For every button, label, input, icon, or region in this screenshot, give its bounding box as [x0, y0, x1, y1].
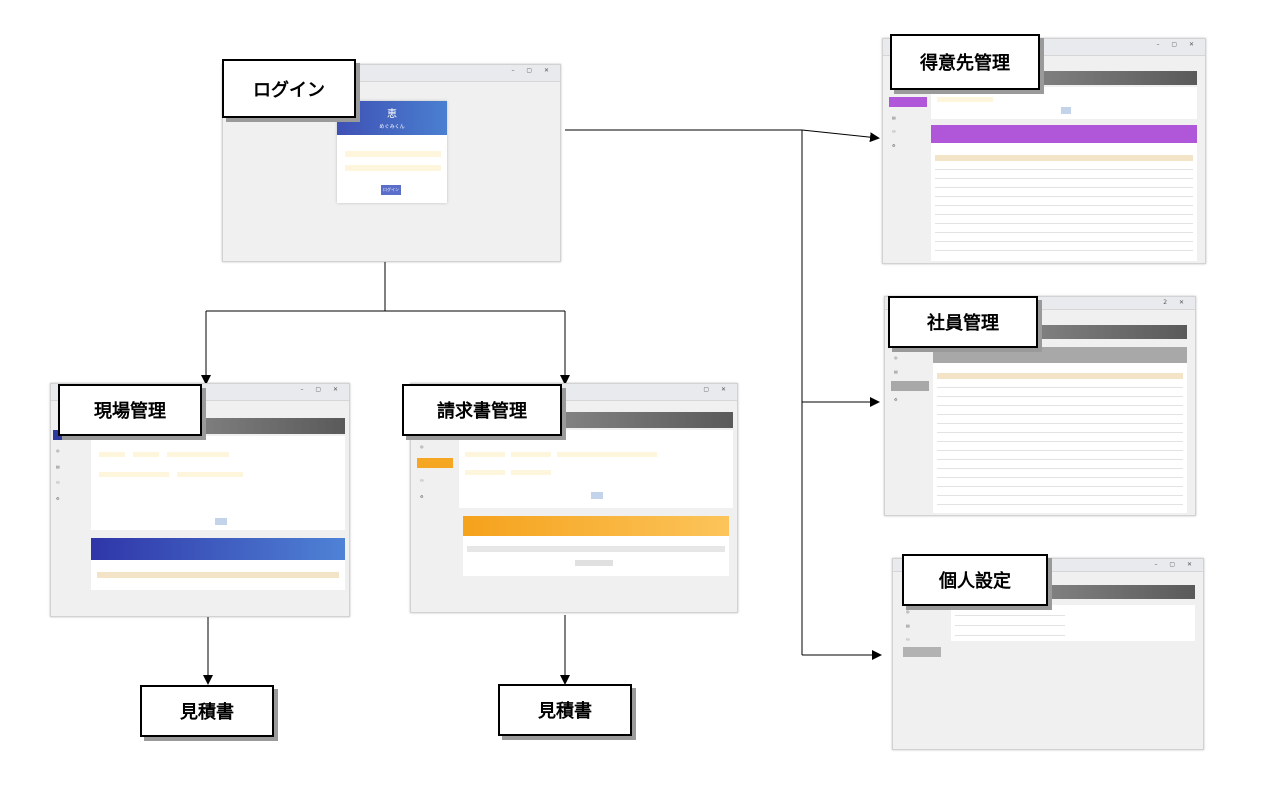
seikyu-search-button[interactable]: [591, 492, 603, 499]
seikyu-nav-item[interactable]: ⚇: [420, 478, 424, 483]
tokui-list-table: [931, 143, 1197, 261]
kojin-nav-item[interactable]: ◎: [906, 609, 910, 614]
shain-nav-item[interactable]: ▤: [894, 369, 898, 374]
genba-nav-item[interactable]: ◎: [56, 448, 60, 453]
login-card: 恵 めぐみくん ログイン: [337, 101, 447, 203]
seikyu-list-table: [463, 536, 729, 576]
node-mitsumori-left: 見積書: [140, 685, 274, 737]
tokui-search-panel: [931, 87, 1197, 119]
node-mitsumori-right: 見積書: [498, 684, 632, 736]
node-genba: 現場管理: [58, 384, 202, 436]
user-id-input[interactable]: [345, 151, 441, 157]
seikyu-nav-item[interactable]: ⚙: [420, 494, 424, 499]
login-button[interactable]: ログイン: [381, 185, 401, 195]
shain-nav-item[interactable]: ◎: [894, 355, 898, 360]
node-shain: 社員管理: [888, 296, 1038, 348]
shain-nav-item[interactable]: ⚙: [894, 397, 898, 402]
kojin-profile-panel: [951, 605, 1195, 641]
shain-nav-active: [891, 381, 929, 391]
logo-kanji: 恵: [387, 109, 397, 120]
node-tokui: 得意先管理: [890, 34, 1040, 90]
tokui-nav-item[interactable]: ⚙: [892, 143, 896, 148]
seikyu-nav-active: [417, 458, 453, 468]
shain-list-header: [933, 347, 1187, 363]
password-input[interactable]: [345, 165, 441, 171]
genba-search-panel: [91, 436, 345, 530]
kojin-nav-item[interactable]: ▤: [906, 623, 910, 628]
app-name: めぐみくん: [379, 124, 405, 130]
genba-list-header: [91, 538, 345, 560]
shain-list-table: [933, 363, 1187, 513]
tokui-nav-active: [889, 97, 927, 107]
node-login: ログイン: [222, 59, 356, 118]
tokui-screenshot: – ▢ ✕ ▤ ⚇ ⚙: [882, 38, 1206, 264]
tokui-nav-item[interactable]: ▤: [892, 115, 896, 120]
kojin-nav-item[interactable]: ⚇: [906, 637, 910, 642]
node-seikyu: 請求書管理: [402, 384, 562, 436]
arrow-to-tokui: [801, 129, 880, 143]
tokui-nav-item[interactable]: ⚇: [892, 129, 896, 134]
genba-nav-item[interactable]: ⚇: [56, 480, 60, 485]
node-kojin: 個人設定: [902, 554, 1048, 606]
genba-nav-item[interactable]: ▤: [56, 464, 60, 469]
kojin-nav-active: [903, 647, 941, 657]
genba-search-button[interactable]: [215, 518, 227, 525]
seikyu-list-header: [463, 516, 729, 536]
genba-nav-item[interactable]: ⚙: [56, 496, 60, 501]
seikyu-nav-item[interactable]: ◎: [420, 444, 424, 449]
tokui-list-header: [931, 125, 1197, 143]
genba-list-table: [91, 560, 345, 590]
seikyu-search-panel: [459, 430, 733, 508]
tokui-search-button[interactable]: [1061, 107, 1071, 114]
